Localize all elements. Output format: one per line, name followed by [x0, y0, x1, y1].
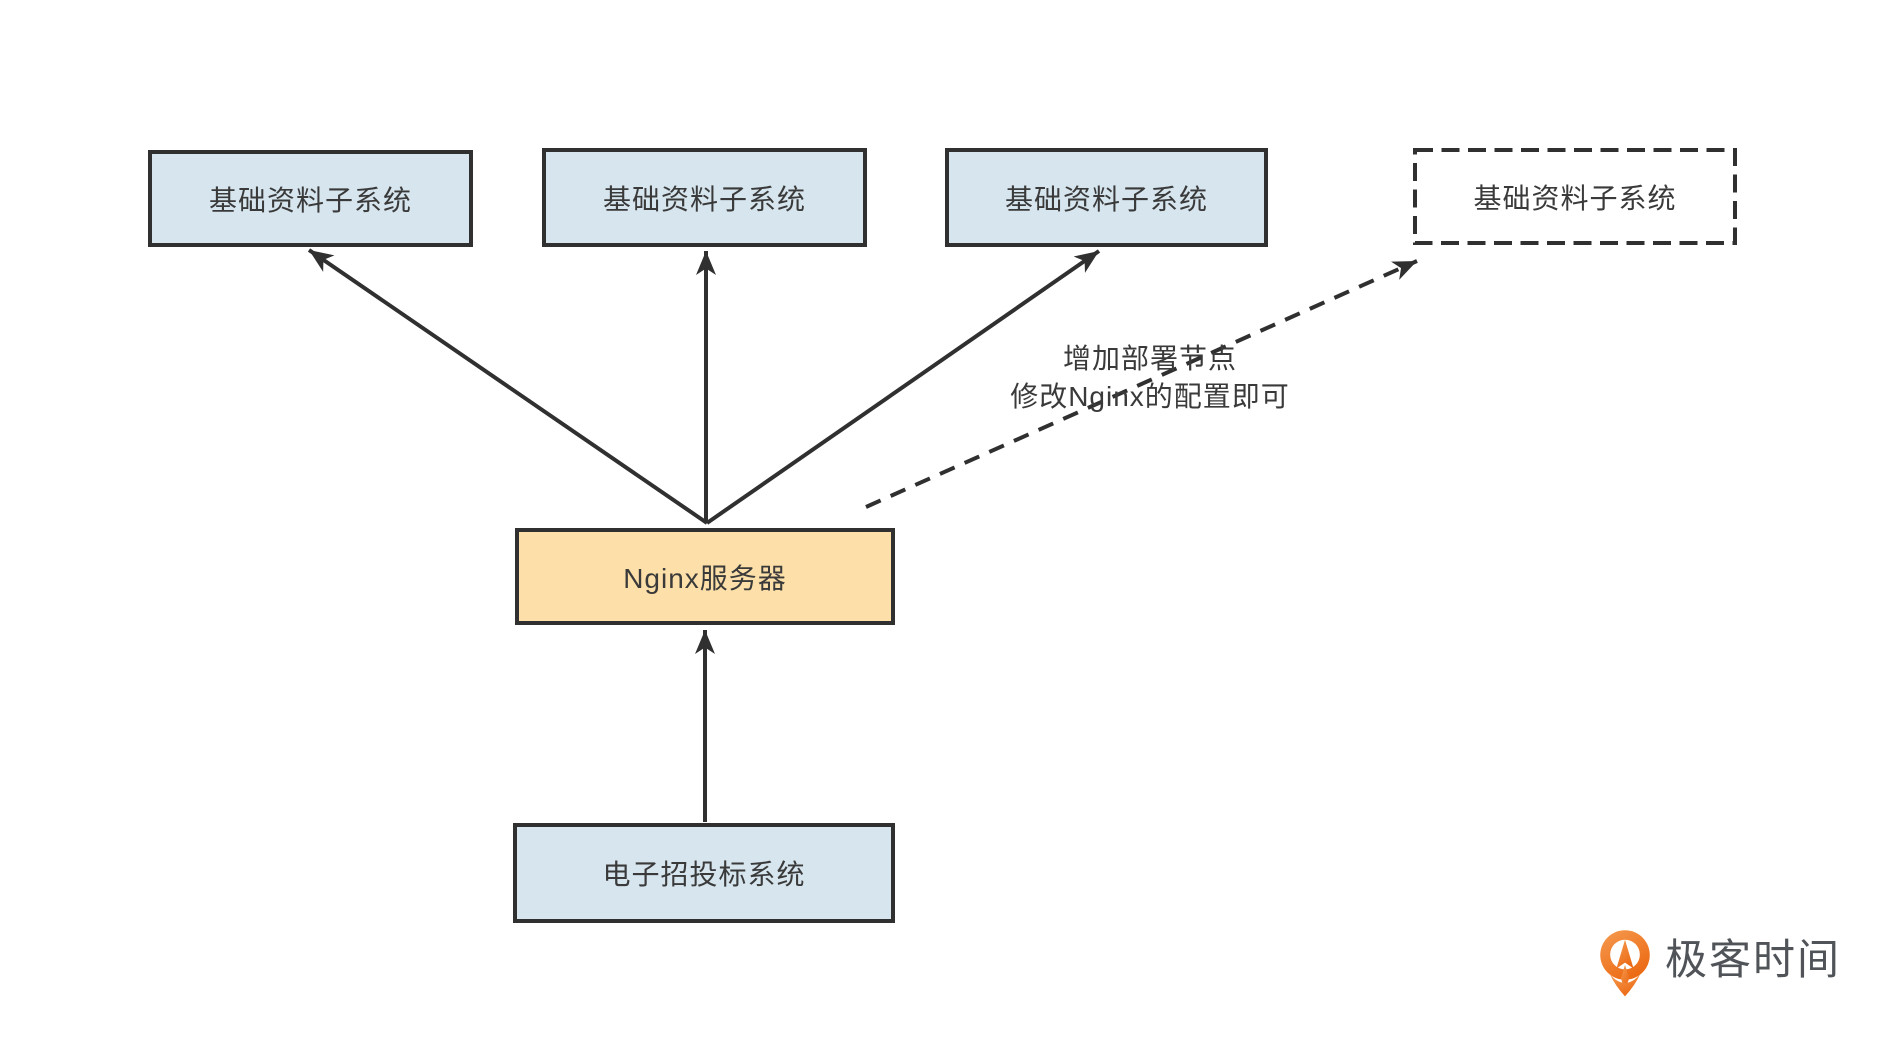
node-label: 基础资料子系统 [208, 184, 412, 216]
geektime-pin-icon [1600, 930, 1650, 997]
node-subsystem-2: 基础资料子系统 [542, 148, 867, 247]
annotation-note: 增加部署节点 修改Nginx的配置即可 [940, 340, 1360, 416]
node-label: 电子招投标系统 [602, 859, 806, 890]
annotation-line-2: 修改Nginx的配置即可 [1010, 381, 1290, 412]
node-label: 基础资料子系统 [602, 183, 806, 215]
node-label: Nginx服务器 [623, 562, 787, 594]
edge-nginx-to-subsystem-1 [307, 248, 709, 525]
node-subsystem-1: 基础资料子系统 [148, 150, 473, 247]
node-label: 基础资料子系统 [1004, 183, 1208, 215]
brand-logo: 极客时间 [1598, 926, 1841, 1002]
node-label: 基础资料子系统 [1473, 182, 1677, 214]
node-nginx-server: Nginx服务器 [515, 528, 895, 625]
node-subsystem-3: 基础资料子系统 [945, 148, 1268, 247]
annotation-line-1: 增加部署节点 [1062, 343, 1237, 374]
node-subsystem-planned: 基础资料子系统 [1413, 148, 1737, 245]
node-bidding-system: 电子招投标系统 [513, 823, 895, 923]
brand-name: 极客时间 [1665, 936, 1842, 983]
